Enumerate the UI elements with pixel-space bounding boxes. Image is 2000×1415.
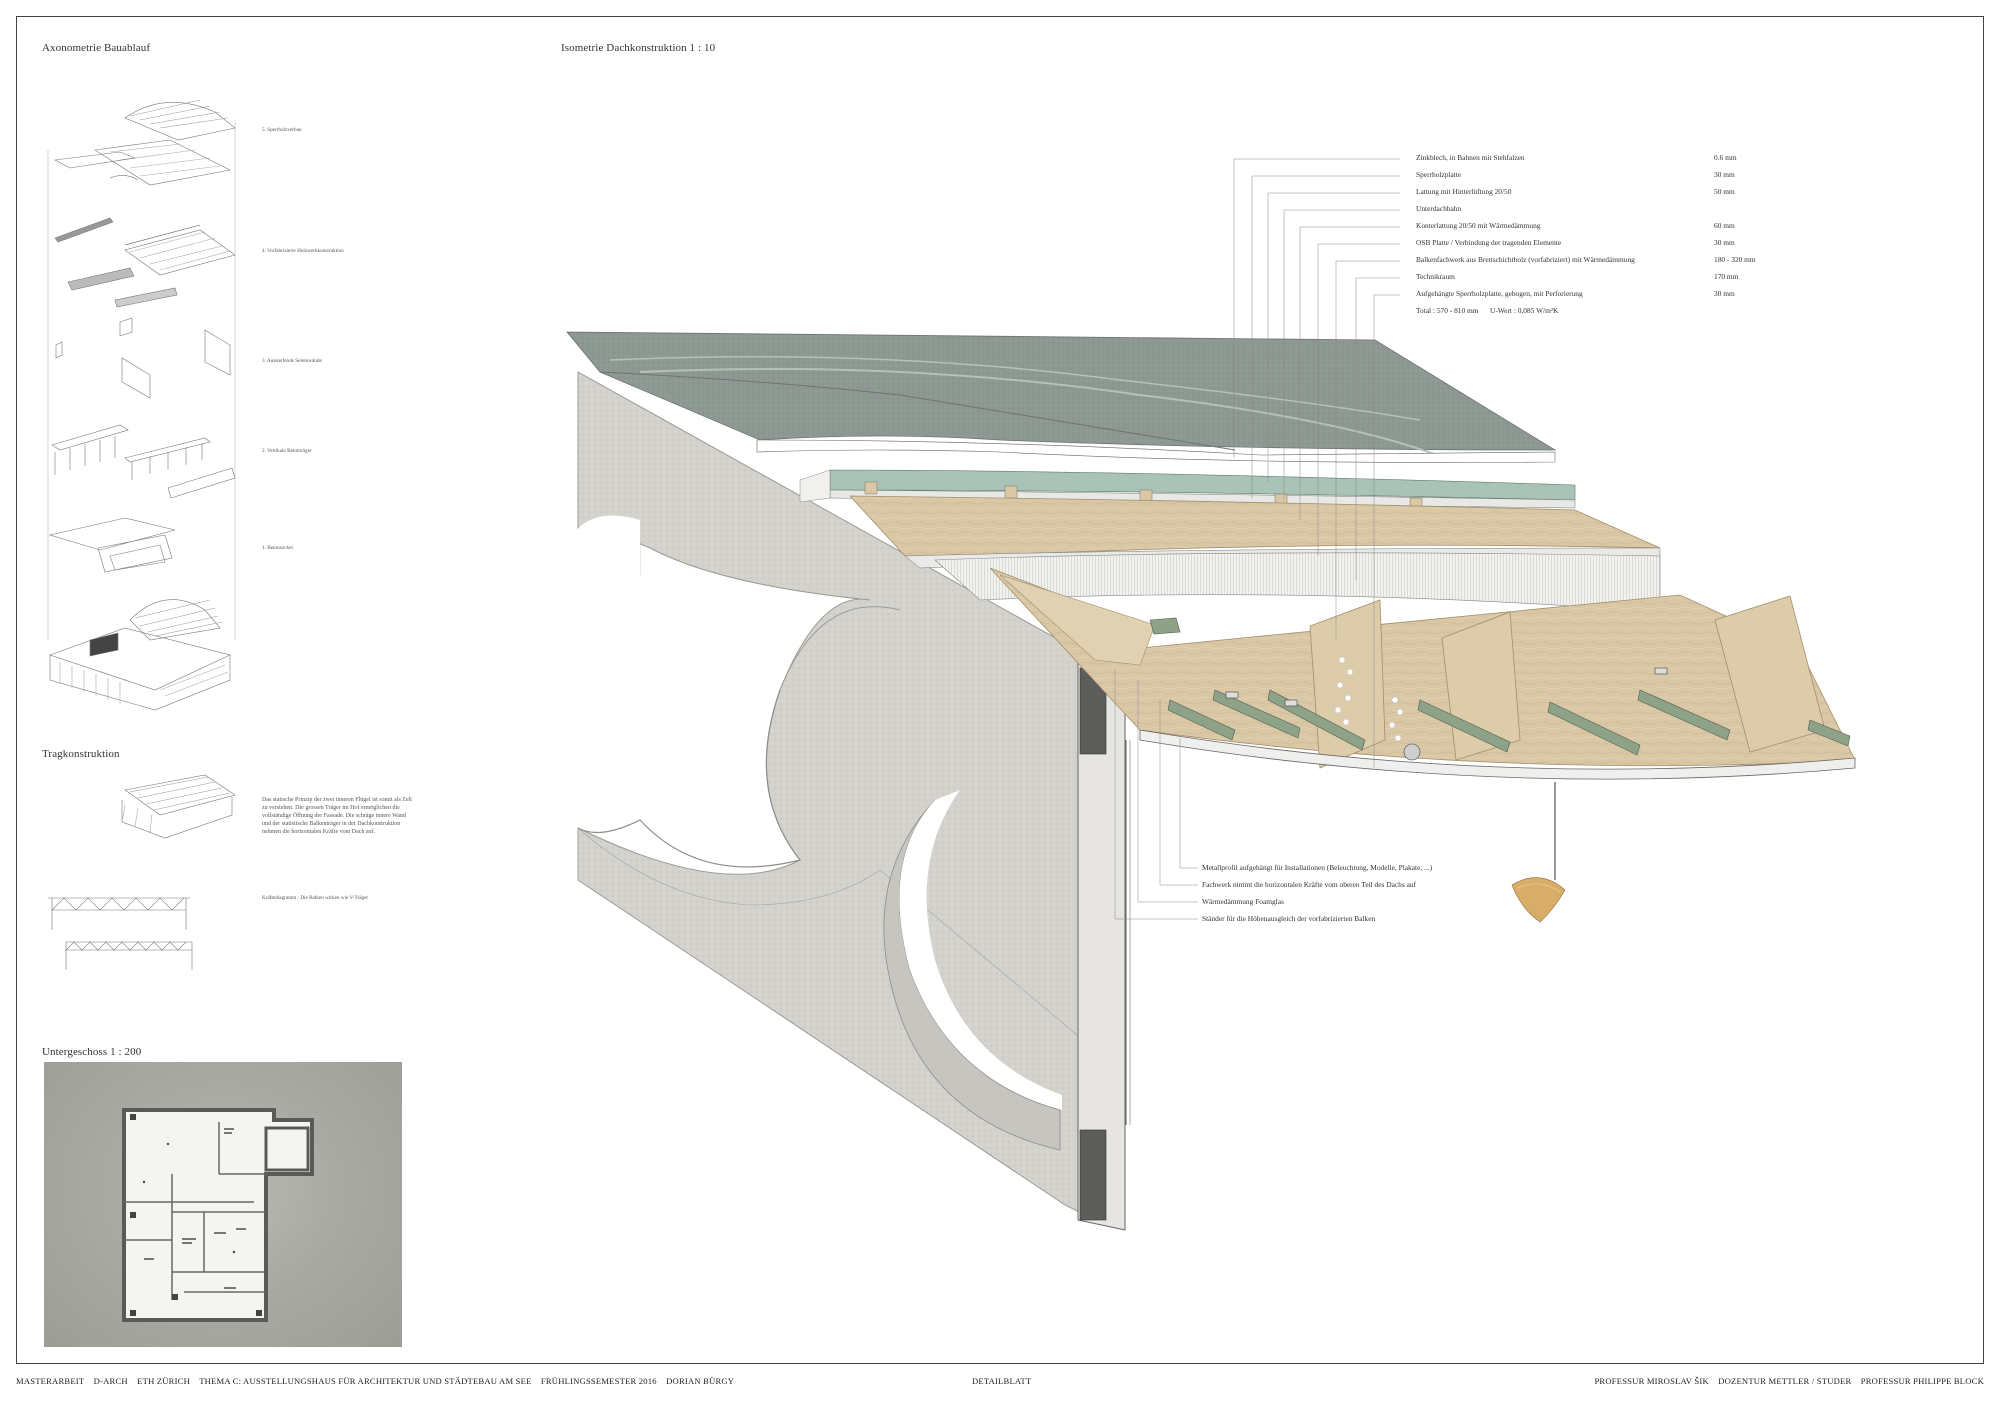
- floor-plan: [44, 1062, 402, 1347]
- lower-label-2: Fachwerk nimmt die horizontalen Kräfte v…: [1202, 880, 1417, 889]
- tragkonstruktion-title: Tragkonstruktion: [42, 748, 120, 760]
- layer-value-1: 0.6 mm: [1714, 153, 1737, 162]
- footer-item: FRÜHLINGSSEMESTER 2016: [540, 1376, 657, 1386]
- layer-label-2: Sperrholzplatte: [1416, 170, 1462, 179]
- footer-item: DORIAN BÜRGY: [666, 1376, 735, 1386]
- footer-item: D-ARCH: [93, 1376, 128, 1386]
- floor-plan-drawing: [122, 1108, 314, 1322]
- layer-label-4: Unterdachbahn: [1416, 204, 1462, 213]
- layer-value-6: 30 mm: [1714, 238, 1735, 247]
- footer-item: ETH ZÜRICH: [137, 1376, 191, 1386]
- step-3-label: 3. Aussteifende Seitenwände: [262, 358, 322, 364]
- step-1-label: 1. Betonsockel: [262, 545, 293, 551]
- sheet-frame: [16, 16, 1984, 1364]
- lower-label-3: Wärmedämmung Foamglas: [1202, 897, 1284, 906]
- footer-item: PROFESSUR MIROSLAV ŠIK: [1594, 1376, 1709, 1386]
- step-5-label: 5. Sperrholzverbau: [262, 127, 302, 133]
- layer-label-8: Technikraum: [1416, 272, 1455, 281]
- u-value: U-Wert : 0,085 W/m²K: [1490, 306, 1559, 315]
- step-2-label: 2. Vertikale Betonträger: [262, 448, 312, 454]
- layer-label-7: Balkenfachwerk aus Brettschichtholz (vor…: [1416, 255, 1635, 264]
- footer-center: DETAILBLATT: [972, 1376, 1032, 1386]
- footer-left: MASTERARBEIT D-ARCH ETH ZÜRICH THEMA C: …: [16, 1376, 741, 1386]
- layer-label-5: Konterlattung 20/50 mit Wärmedämmung: [1416, 221, 1541, 230]
- main-title: Isometrie Dachkonstruktion 1 : 10: [561, 42, 716, 54]
- footer-item: MASTERARBEIT: [16, 1376, 85, 1386]
- axo-title: Axonometrie Bauablauf: [42, 42, 151, 54]
- layer-label-6: OSB Platte / Verbindung der tragenden El…: [1416, 238, 1562, 247]
- total-thickness: Total : 570 - 810 mm: [1416, 306, 1479, 315]
- step-4-label: 4. Vorfabrizierte Holzwerkkonstruktion: [262, 248, 344, 254]
- footer-item: PROFESSUR PHILIPPE BLOCK: [1860, 1376, 1984, 1386]
- layer-value-5: 60 mm: [1714, 221, 1735, 230]
- tragkonstruktion-text: Das statische Prinzip der zwei inneren F…: [262, 797, 412, 836]
- layer-value-3: 50 mm: [1714, 187, 1735, 196]
- truss-text: Kräftediagramm : Die Balken wirken wie V…: [262, 895, 369, 901]
- layer-label-1: Zinkblech, in Bahnen mit Stehfalzen: [1416, 153, 1525, 162]
- lower-label-1: Metallprofil aufgehängt für Installation…: [1202, 863, 1433, 872]
- layer-value-8: 170 mm: [1714, 272, 1739, 281]
- layer-value-7: 180 - 320 mm: [1714, 255, 1756, 264]
- footer-item: DOZENTUR METTLER / STUDER: [1718, 1376, 1852, 1386]
- layer-label-3: Lattung mit Hinterlüftung 20/50: [1416, 187, 1512, 196]
- lower-label-4: Ständer für die Höhenausgleich der vorfa…: [1202, 914, 1376, 923]
- layer-label-9: Aufgehängte Sperrholzplatte, gebogen, mi…: [1416, 289, 1583, 298]
- footer-right: PROFESSUR MIROSLAV ŠIK DOZENTUR METTLER …: [1594, 1376, 1984, 1386]
- layer-value-9: 30 mm: [1714, 289, 1735, 298]
- footer-item: THEMA C: AUSSTELLUNGSHAUS FÜR ARCHITEKTU…: [199, 1376, 532, 1386]
- layer-value-2: 30 mm: [1714, 170, 1735, 179]
- plan-title: Untergeschoss 1 : 200: [42, 1046, 142, 1058]
